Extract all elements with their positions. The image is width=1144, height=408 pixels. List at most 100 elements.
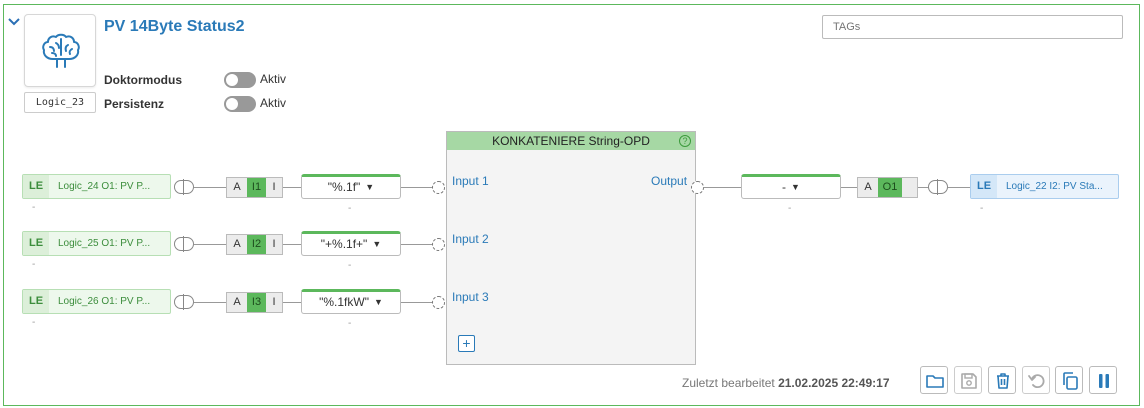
tags-input[interactable] <box>822 15 1123 39</box>
page-title: PV 14Byte Status2 <box>104 18 245 35</box>
port-id: I2 <box>247 235 266 254</box>
logic-id-label: Logic_23 <box>24 92 96 113</box>
save-icon <box>961 373 977 389</box>
delete-button[interactable] <box>988 366 1016 394</box>
format-sub: - <box>788 203 792 214</box>
output-port-o1[interactable]: A O1 <box>857 177 918 198</box>
open-folder-button[interactable] <box>920 366 948 394</box>
input-source-3[interactable]: LE Logic_26 O1: PV P... <box>22 289 171 314</box>
block-output-port[interactable] <box>691 181 704 194</box>
block-output-label: Output <box>651 174 688 188</box>
undo-button[interactable] <box>1022 366 1050 394</box>
format-sub: - <box>348 203 352 214</box>
port-id: I1 <box>247 178 266 197</box>
undo-icon <box>1028 374 1045 389</box>
format-sub: - <box>348 318 352 329</box>
format-select-1[interactable]: "%.1f" ▼ <box>301 174 401 199</box>
input-port-3[interactable]: A I3 I <box>226 292 283 313</box>
input-source-2[interactable]: LE Logic_25 O1: PV P... <box>22 231 171 256</box>
input-source-sub: - <box>32 259 36 270</box>
wire <box>841 187 857 188</box>
save-button[interactable] <box>954 366 982 394</box>
brain-icon <box>42 33 80 68</box>
last-edited-label: Zuletzt bearbeitet <box>682 376 775 390</box>
wire <box>283 244 301 245</box>
persistenz-toggle[interactable] <box>224 96 256 112</box>
port-a-label: A <box>864 181 872 193</box>
le-tag: LE <box>971 175 997 198</box>
port-i-label: I <box>272 238 276 250</box>
trash-icon <box>997 373 1009 389</box>
output-format-select[interactable]: -▼ <box>741 174 841 199</box>
input-port-2[interactable]: A I2 I <box>226 234 283 255</box>
wire <box>401 302 433 303</box>
pause-icon <box>1099 374 1109 388</box>
add-input-button[interactable]: + <box>458 335 475 352</box>
format-value: "%.1fkW" <box>319 295 369 309</box>
wire <box>401 244 433 245</box>
help-icon[interactable]: ? <box>679 135 691 147</box>
block-input-label-3: Input 3 <box>452 290 489 304</box>
folder-icon <box>926 375 944 388</box>
input-source-ref: Logic_26 O1: PV P... <box>58 296 151 307</box>
last-edited-timestamp: 21.02.2025 22:49:17 <box>778 376 890 390</box>
output-target[interactable]: LE Logic_22 I2: PV Sta... <box>970 174 1119 199</box>
output-target-ref: Logic_22 I2: PV Sta... <box>1006 181 1103 192</box>
wire <box>283 187 301 188</box>
format-value: - <box>782 180 787 194</box>
brain-logo <box>24 14 96 87</box>
format-value: "%.1f" <box>327 180 361 194</box>
format-select-3[interactable]: "%.1fkW" ▼ <box>301 289 401 314</box>
doktormodus-toggle-label: Aktiv <box>260 72 287 86</box>
wire <box>283 302 301 303</box>
doktormodus-label: Doktormodus <box>104 73 182 87</box>
wire <box>194 302 226 303</box>
output-target-sub: - <box>980 203 984 214</box>
copy-icon <box>1063 372 1078 390</box>
block-title-text: KONKATENIERE String-OPD <box>492 134 650 148</box>
connector-plug-icon[interactable] <box>174 236 194 252</box>
input-source-ref: Logic_25 O1: PV P... <box>58 238 151 249</box>
connector-plug-icon[interactable] <box>928 179 948 195</box>
port-i-label: I <box>272 296 276 308</box>
wire <box>948 187 970 188</box>
function-block[interactable]: KONKATENIERE String-OPD ? Input 1 Input … <box>446 131 696 365</box>
duplicate-button[interactable] <box>1055 366 1083 394</box>
doktormodus-toggle[interactable] <box>224 72 256 88</box>
format-value: "+%.1f+" <box>320 237 368 251</box>
wire <box>401 187 433 188</box>
input-source-1[interactable]: LE Logic_24 O1: PV P... <box>22 174 171 199</box>
pause-button[interactable] <box>1089 366 1117 394</box>
block-title: KONKATENIERE String-OPD ? <box>447 132 695 150</box>
persistenz-label: Persistenz <box>104 97 165 111</box>
wire <box>704 187 741 188</box>
wire <box>194 244 226 245</box>
port-id: I3 <box>247 293 266 312</box>
block-input-port-1[interactable] <box>432 181 445 194</box>
input-source-ref: Logic_24 O1: PV P... <box>58 181 151 192</box>
input-source-sub: - <box>32 202 36 213</box>
block-input-label-1: Input 1 <box>452 174 489 188</box>
chevron-down-icon: ▼ <box>373 297 383 307</box>
port-id: O1 <box>878 178 902 197</box>
format-select-2[interactable]: "+%.1f+" ▼ <box>301 231 401 256</box>
wire <box>194 187 226 188</box>
chevron-down-icon: ▼ <box>372 239 382 249</box>
le-tag: LE <box>23 175 49 198</box>
collapse-chevron-icon[interactable] <box>8 14 22 28</box>
port-a-label: A <box>233 238 241 250</box>
chevron-down-icon: ▼ <box>791 182 800 192</box>
le-tag: LE <box>23 290 49 313</box>
block-input-port-2[interactable] <box>432 238 445 251</box>
persistenz-toggle-label: Aktiv <box>260 96 287 110</box>
block-input-label-2: Input 2 <box>452 232 489 246</box>
port-a-label: A <box>233 296 241 308</box>
input-port-1[interactable]: A I1 I <box>226 177 283 198</box>
format-sub: - <box>348 260 352 271</box>
connector-plug-icon[interactable] <box>174 179 194 195</box>
port-a-label: A <box>233 181 241 193</box>
connector-plug-icon[interactable] <box>174 294 194 310</box>
chevron-down-icon: ▼ <box>365 182 375 192</box>
block-input-port-3[interactable] <box>432 296 445 309</box>
le-tag: LE <box>23 232 49 255</box>
